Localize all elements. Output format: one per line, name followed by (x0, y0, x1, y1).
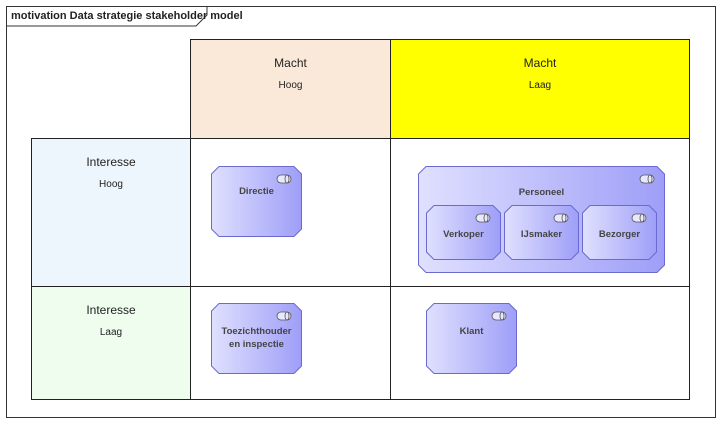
diagram-title: motivation Data strategie stakeholder mo… (11, 10, 243, 22)
stakeholder-bezorger[interactable]: Bezorger (582, 205, 657, 260)
stakeholder-cylinder-icon (553, 213, 569, 223)
stakeholder-label: Verkoper (443, 229, 484, 240)
stakeholder-shape (426, 303, 517, 374)
stakeholder-toezichthouder[interactable]: Toezichthouder en inspectie (211, 303, 302, 374)
stakeholder-label: Personeel (518, 187, 565, 198)
stakeholder-label: Directie (239, 186, 274, 197)
stakeholder-cylinder-icon (276, 174, 292, 184)
stakeholder-directie[interactable]: Directie (211, 166, 302, 237)
stakeholder-cylinder-icon (491, 311, 507, 321)
stakeholder-cylinder-icon (276, 311, 292, 321)
stakeholder-shape (211, 166, 302, 237)
stakeholder-label: Toezichthouder en inspectie (221, 326, 292, 350)
stakeholder-ijsmaker[interactable]: IJsmaker (504, 205, 579, 260)
column-level: Laag (528, 80, 552, 91)
cell-laag-laag (390, 286, 690, 400)
stakeholder-verkoper[interactable]: Verkoper (426, 205, 501, 260)
stakeholder-label: Klant (459, 326, 484, 337)
row-header-interesse-laag: Interesse Laag (31, 286, 191, 400)
stakeholder-label: Bezorger (598, 229, 641, 240)
stakeholder-label: IJsmaker (520, 229, 563, 240)
frame-title-tab (6, 6, 208, 27)
row-title: Interesse (86, 303, 136, 317)
stakeholder-klant[interactable]: Klant (426, 303, 517, 374)
column-title: Macht (523, 56, 557, 70)
stakeholder-shape (211, 303, 302, 374)
row-level: Hoog (99, 179, 123, 190)
row-title: Interesse (86, 155, 136, 169)
stakeholder-cylinder-icon (631, 213, 647, 223)
stakeholder-cylinder-icon (639, 174, 655, 184)
column-title: Macht (274, 56, 307, 70)
row-level: Laag (99, 327, 123, 338)
column-header-macht-laag: Macht Laag (390, 39, 690, 139)
stakeholder-cylinder-icon (475, 213, 491, 223)
column-level: Hoog (278, 80, 303, 91)
row-header-interesse-hoog: Interesse Hoog (31, 138, 191, 287)
column-header-macht-hoog: Macht Hoog (190, 39, 391, 139)
